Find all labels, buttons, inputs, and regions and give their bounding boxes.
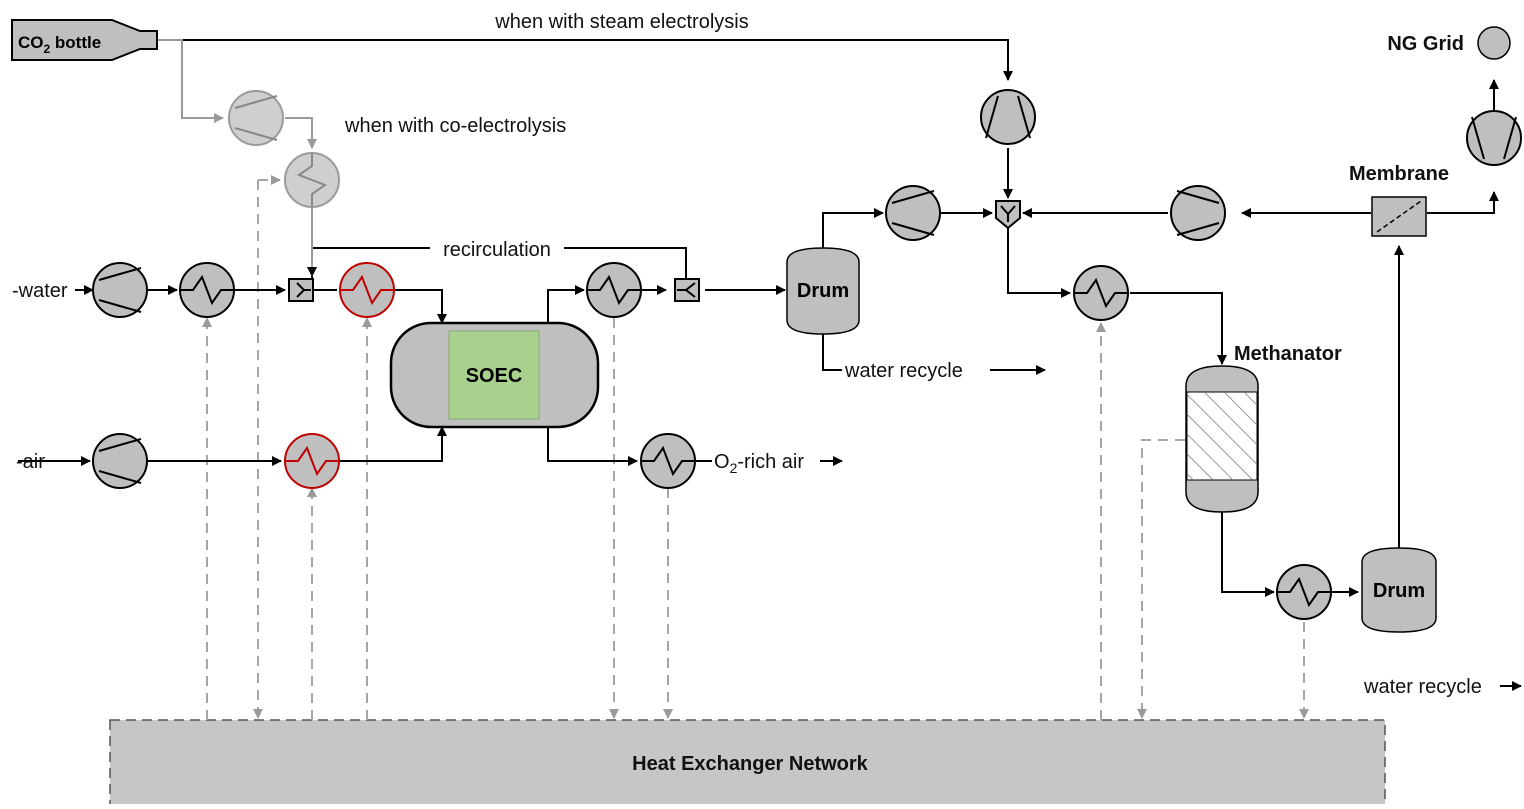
heat-exchanger-methanator-outlet [1276,564,1332,620]
co2-subscript: 2 [44,42,51,56]
drum-2-label: Drum [1373,580,1425,602]
co2-bottle-tail: bottle [50,33,101,52]
compressor-co2-steam [980,89,1036,145]
air-inlet-label: -air [16,451,45,473]
electric-heater-cathode [339,262,395,318]
o2-label: O [714,451,730,473]
soec-label: SOEC [466,365,523,387]
water-inlet-label: -water [12,280,68,302]
compressor-air [92,433,148,489]
splitter-recirculation [674,278,700,302]
water-recycle-1-bg [842,360,990,382]
svg-text:CO2 bottle: CO2 bottle [18,33,101,56]
compressor-membrane-recycle [1170,185,1226,241]
o2-subscript: 2 [730,460,738,476]
water-recycle-1-label: water recycle [844,360,963,382]
co-electrolysis-path [154,39,317,277]
heat-exchanger-network-box: Heat Exchanger Network [109,719,1386,809]
membrane-label: Membrane [1349,163,1449,185]
membrane-separator [1371,196,1427,237]
heat-exchanger-co2-coelectrolysis [284,152,340,208]
heat-exchanger-methanator-feed [1073,265,1129,321]
compressor-co2-coelectrolysis [228,90,284,146]
drum-methanator-outlet: Drum [1361,547,1437,633]
drum-soec-outlet: Drum [786,247,860,335]
steam-electrolysis-label: when with steam electrolysis [494,11,748,33]
methanator-reactor [1185,365,1259,513]
ng-grid-label: NG Grid [1387,33,1464,55]
heat-exchanger-water-preheat [179,262,235,318]
co2-bottle-label: CO [18,33,44,52]
compressor-water [92,262,148,318]
process-lines [18,39,1522,691]
mixer-methanation-feed [995,200,1021,230]
co2-bottle: CO2 bottle [11,19,158,61]
heat-exchanger-anode-outlet [640,433,696,489]
soec-stack: SOEC [389,321,600,429]
heat-exchanger-cathode-outlet [586,262,642,318]
methanator-label: Methanator [1234,343,1342,365]
o2-rich-air-label: -rich air [737,451,804,473]
electric-heater-air [284,433,340,489]
recirculation-label: recirculation [443,239,551,261]
mixer-steam-co2 [288,278,314,302]
water-recycle-2-label: water recycle [1363,676,1482,698]
drum-1-label: Drum [797,280,849,302]
ng-grid-sink [1477,26,1511,60]
svg-text:O2-rich air: O2-rich air [714,451,804,476]
compressor-ng-grid [1466,110,1522,166]
heat-links [202,175,1309,720]
recirculation-label-bg [430,238,564,260]
heat-exchanger-network-label: Heat Exchanger Network [632,753,869,775]
compressor-drum-outlet [885,185,941,241]
co-electrolysis-label: when with co-electrolysis [344,115,566,137]
